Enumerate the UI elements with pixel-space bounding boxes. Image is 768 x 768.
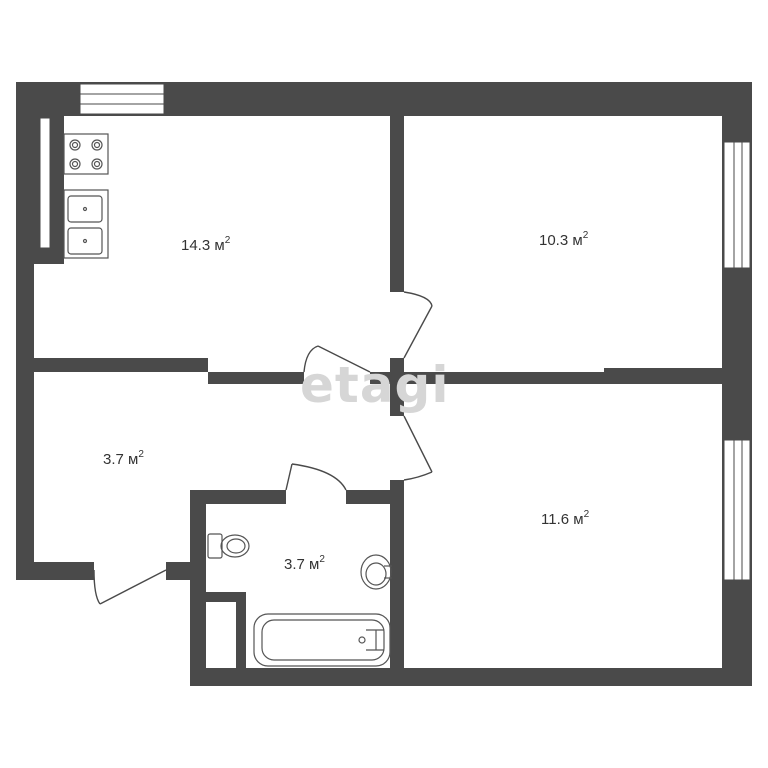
window-kitchen — [79, 83, 165, 115]
washbasin-icon — [360, 554, 392, 590]
door-bathroom[interactable] — [285, 463, 347, 491]
room-area-top-right: 10.3 м2 — [539, 230, 589, 249]
door-entrance[interactable] — [93, 569, 167, 605]
walls — [16, 82, 752, 686]
kitchen-sink-icon — [63, 189, 109, 259]
window-room-bottom — [723, 439, 751, 581]
wall-niche — [39, 117, 51, 249]
room-area-bottom-right: 11.6 м2 — [541, 509, 590, 528]
stove-icon — [63, 133, 109, 175]
room-area-hallway: 3.7 м2 — [103, 449, 144, 468]
window-room-top — [723, 141, 751, 269]
windows — [79, 83, 751, 581]
watermark: etagi — [300, 356, 449, 414]
bathtub-icon — [253, 613, 391, 667]
toilet-icon — [207, 533, 250, 559]
room-area-bathroom: 3.7 м2 — [284, 554, 325, 573]
room-area-kitchen: 14.3 м2 — [181, 235, 231, 254]
door-room-top[interactable] — [403, 291, 433, 359]
door-room-bottom[interactable] — [403, 415, 433, 481]
doors[interactable] — [93, 291, 433, 605]
door-kitchen[interactable] — [303, 345, 371, 373]
